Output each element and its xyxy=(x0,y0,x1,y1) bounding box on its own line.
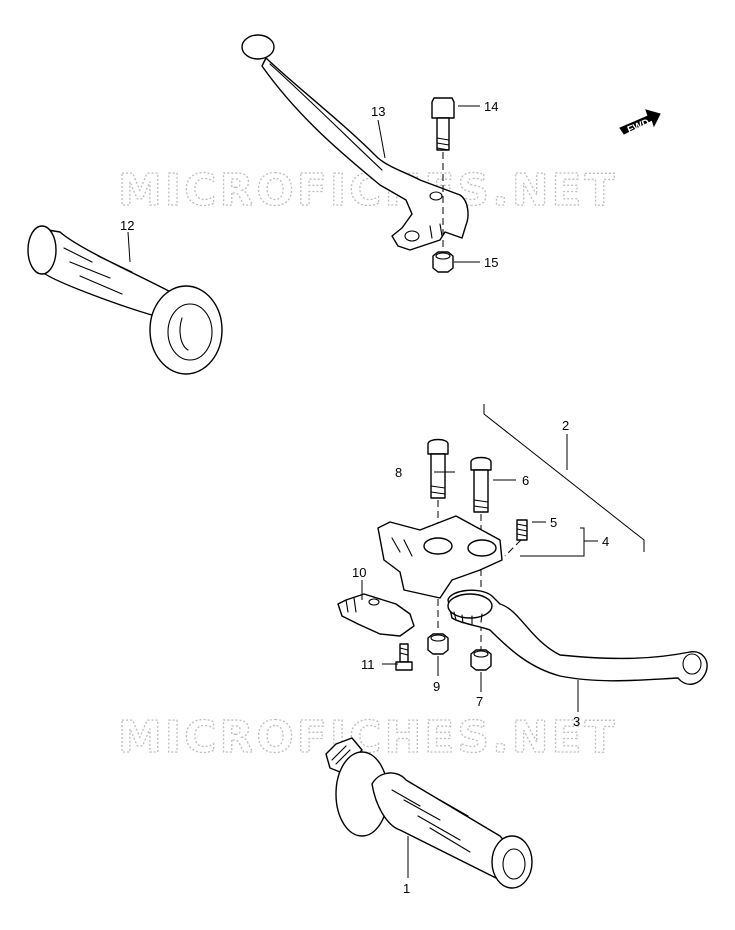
lever-holder xyxy=(377,515,503,599)
callout-9: 9 xyxy=(433,679,440,694)
callout-10: 10 xyxy=(352,565,366,580)
fwd-arrow-icon: FWD xyxy=(619,109,661,136)
callout-6: 6 xyxy=(522,473,529,488)
callout-14: 14 xyxy=(484,99,498,114)
nut-part-7 xyxy=(470,649,492,671)
left-grip-part-12 xyxy=(27,225,223,375)
callout-13: 13 xyxy=(371,104,385,119)
callout-8: 8 xyxy=(395,465,402,480)
bolt-part-8 xyxy=(427,438,449,499)
screw-part-11 xyxy=(395,643,413,671)
switch-part-10 xyxy=(337,593,415,637)
callout-1: 1 xyxy=(403,881,410,896)
callout-2: 2 xyxy=(562,418,569,433)
callout-3: 3 xyxy=(573,714,580,729)
callout-15: 15 xyxy=(484,255,498,270)
bolt-part-14 xyxy=(431,97,455,151)
nut-part-15 xyxy=(432,251,454,273)
leader-lines xyxy=(127,105,598,878)
clutch-lever-part-13 xyxy=(241,34,469,251)
assembly-bracket-part-2 xyxy=(483,404,645,552)
callout-7: 7 xyxy=(476,694,483,709)
fwd-label: FWD xyxy=(626,117,651,136)
brake-lever-part-3 xyxy=(447,589,708,685)
nut-part-9 xyxy=(427,633,449,655)
spring-part-5 xyxy=(516,519,528,541)
bolt-part-6 xyxy=(470,456,492,513)
callout-12: 12 xyxy=(120,218,134,233)
callout-5: 5 xyxy=(550,515,557,530)
callout-11: 11 xyxy=(361,657,375,672)
callout-4: 4 xyxy=(602,534,609,549)
right-grip-part-1 xyxy=(325,737,533,889)
